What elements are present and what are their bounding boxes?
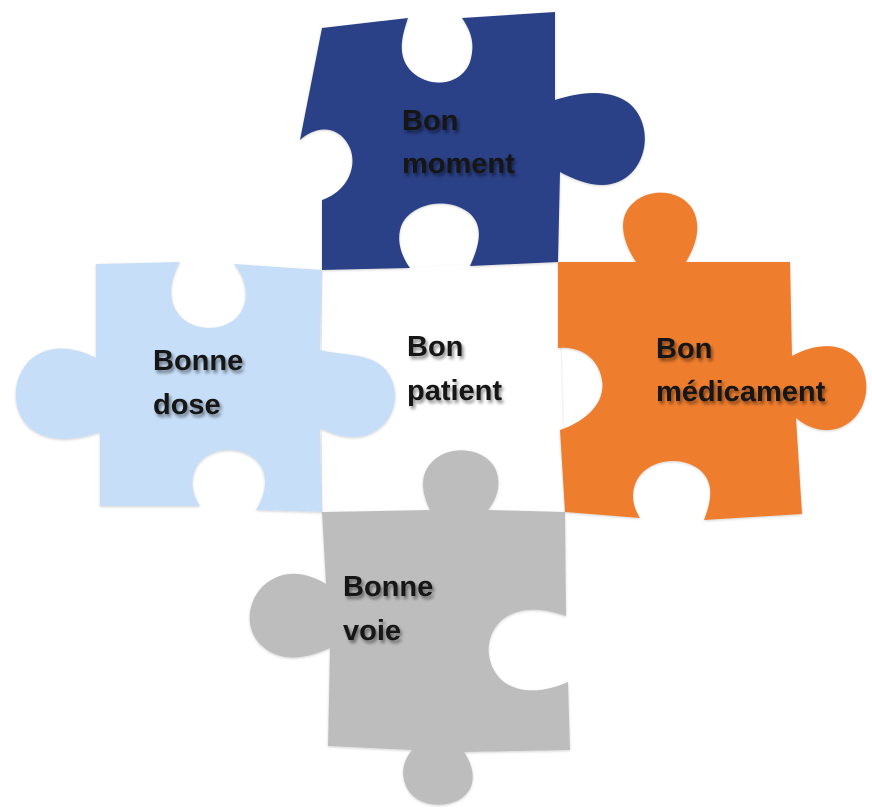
piece-top-shape (300, 12, 645, 270)
piece-bottom-line-1: Bonne (343, 571, 433, 603)
piece-center-line-2: patient (407, 375, 502, 407)
piece-left-shape (15, 262, 396, 512)
puzzle-piece-left: Bonne dose (15, 262, 396, 512)
piece-bottom-label: Bonne voie (343, 571, 441, 647)
piece-top-line-1: Bon (402, 105, 458, 137)
puzzle-piece-center (322, 262, 565, 512)
puzzle-piece-right: Bon médicament (558, 192, 867, 520)
piece-right-line-2: médicament (656, 376, 826, 408)
puzzle-piece-bottom: Bonne voie (249, 450, 570, 805)
piece-top-label: Bon moment (402, 105, 515, 180)
piece-bottom-line-2: voie (343, 615, 401, 647)
piece-center-label: Bon patient (407, 331, 502, 407)
piece-bottom-shape (249, 450, 570, 805)
piece-right-shape (558, 192, 867, 520)
piece-top-line-2: moment (402, 148, 515, 180)
piece-center-shape (322, 262, 565, 512)
piece-right-line-1: Bon (656, 333, 712, 365)
puzzle-piece-top: Bon moment (300, 12, 645, 270)
piece-left-line-2: dose (153, 389, 221, 421)
piece-right-label: Bon médicament (656, 333, 826, 408)
piece-center-line-1: Bon (407, 331, 463, 363)
piece-left-line-1: Bonne (153, 345, 243, 377)
piece-left-label: Bonne dose (153, 345, 251, 421)
